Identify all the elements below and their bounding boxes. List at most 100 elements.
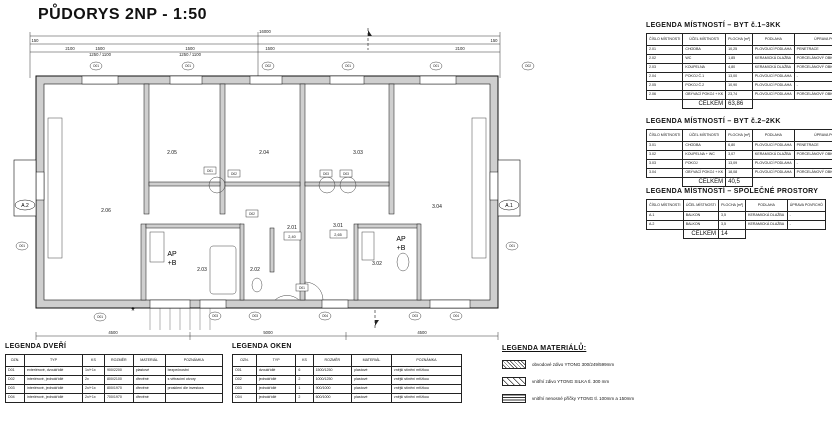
stairs <box>149 308 211 330</box>
fixtures <box>47 117 487 301</box>
window-tag: O01 <box>19 244 25 248</box>
door-tags: D01 D02 D03 D03 D02 D01 <box>203 166 353 292</box>
dim-top: 1500 <box>95 46 105 51</box>
col-header: TYP <box>24 354 83 367</box>
window-tag: O01 <box>93 64 99 68</box>
col-header: ÚPRAVA POVRCHŮ <box>793 129 832 142</box>
col-header: PODLAHA <box>751 33 795 46</box>
legend-dveri: LEGENDA DVEŘÍ OZN. TYP KS ROZMĚR MATERIÁ… <box>4 343 224 403</box>
room-3-01: 3.01 <box>333 223 343 229</box>
col-header: POZNÁMKA <box>164 354 224 367</box>
col-header: KS <box>81 354 105 367</box>
ap-labels: AP +B AP +B <box>167 236 406 267</box>
total-row: CELKEM 63,86 <box>647 99 832 109</box>
legend-byt1: LEGENDA MÍSTNOSTÍ – BYT č.1–3KK ČÍSLO MÍ… <box>645 22 832 109</box>
door-tag: D03 <box>323 172 329 176</box>
door-tag: D01 <box>299 286 305 290</box>
room-area: 2,65 <box>334 233 341 237</box>
window-tag: O01 <box>185 64 191 68</box>
door-tag: D02 <box>249 212 255 216</box>
window-tag: O04 <box>322 314 328 318</box>
window-tag: O03 <box>412 314 418 318</box>
balcony-a2-tag: A.2 <box>21 203 29 209</box>
col-header: OZN. <box>4 354 26 367</box>
legend-dveri-title: LEGENDA DVEŘÍ <box>5 343 67 350</box>
col-header: PLOCHA [m²] <box>725 129 753 142</box>
legend-spolecne-table: ČÍSLO MÍSTNOSTI ÚČEL MÍSTNOSTI PLOCHA [m… <box>646 199 827 239</box>
total-row: CELKEM 40,5 <box>647 177 832 187</box>
col-header: MATERIÁL <box>132 354 166 367</box>
outer-walls <box>35 75 499 309</box>
door-tag: D01 <box>207 169 213 173</box>
bottom-dimensions: 4500 5000 4500 <box>108 330 427 335</box>
legend-oken-title: LEGENDA OKEN <box>232 343 292 350</box>
window-tag: O02 <box>525 64 531 68</box>
col-header: ČÍSLO MÍSTNOSTI <box>645 129 684 142</box>
dim-top: 1500 <box>265 46 275 51</box>
col-header: ÚČEL MÍSTNOSTI <box>682 129 727 142</box>
hatch-swatch-icon <box>502 360 526 369</box>
legend-byt1-table: ČÍSLO MÍSTNOSTI ÚČEL MÍSTNOSTI PLOCHA [m… <box>645 33 832 109</box>
window-tag: O01 <box>345 64 351 68</box>
col-header: ÚPRAVA POVRCHŮ <box>786 199 827 212</box>
total-label: CELKEM <box>682 177 727 187</box>
dim-top: 2100 <box>65 46 75 51</box>
room-2-06: 2.06 <box>101 208 111 214</box>
col-header: PODLAHA <box>751 129 795 142</box>
col-header: OZN. <box>232 354 257 367</box>
hatch-swatch-icon <box>502 394 526 403</box>
legend-materialu: LEGENDA MATERIÁLŮ: obvodové zdivo YTONG … <box>502 345 822 411</box>
col-header: ČÍSLO MÍSTNOSTI <box>646 199 684 212</box>
legend-oken-table: OZN. TYP KS ROZMĚR MATERIÁL POZNÁMKA O01… <box>232 354 463 403</box>
ap-label: +B <box>397 245 406 252</box>
dim-top: 2100 <box>455 46 465 51</box>
dim-top: 1500 <box>185 46 195 51</box>
room-3-04: 3.04 <box>432 204 442 210</box>
dim-bottom: 5000 <box>263 330 273 335</box>
hatch-swatch-icon <box>502 377 526 386</box>
dim-top: 1250 / 1100 <box>179 52 201 57</box>
room-2-03: 2.03 <box>197 267 207 273</box>
window-tag: O03 <box>252 314 258 318</box>
total-label: CELKEM <box>682 229 720 239</box>
ap-label: +B <box>168 260 177 267</box>
top-dimension-lines <box>29 32 501 78</box>
dim-bottom: 4500 <box>108 330 118 335</box>
legend-dveri-table: OZN. TYP KS ROZMĚR MATERIÁL POZNÁMKA D01… <box>4 354 224 403</box>
dim-top: 1250 / 1100 <box>89 52 111 57</box>
total-value: 63,86 <box>725 99 753 109</box>
col-header: ÚPRAVA POVRCHŮ <box>793 33 832 46</box>
legend-spolecne-title: LEGENDA MÍSTNOSTÍ – SPOLEČNÉ PROSTORY <box>646 188 819 195</box>
material-item: obvodové zdivo YTONG 300/249/599mm <box>502 360 822 369</box>
legend-byt2-title: LEGENDA MÍSTNOSTÍ – BYT č.2–2KK <box>646 118 781 125</box>
legend-byt2: LEGENDA MÍSTNOSTÍ – BYT č.2–2KK ČÍSLO MÍ… <box>645 118 832 187</box>
room-areas: 2,40 2,65 <box>283 229 348 241</box>
page-title: PŮDORYS 2NP - 1:50 <box>38 6 208 23</box>
floor-plan: 16000 150 2100 1500 1250 / 1100 1500 125… <box>13 28 535 340</box>
window-tag: O01 <box>433 64 439 68</box>
total-label: CELKEM <box>682 99 727 109</box>
entrance-star: * <box>131 306 135 317</box>
total-value: 40,5 <box>725 177 753 187</box>
total-row: CELKEM 14 <box>647 229 826 239</box>
total-value: 14 <box>718 229 747 239</box>
legend-byt1-title: LEGENDA MÍSTNOSTÍ – BYT č.1–3KK <box>646 22 781 29</box>
room-3-03: 3.03 <box>353 150 363 156</box>
col-header: PLOCHA [m²] <box>718 199 747 212</box>
room-labels: 2.06 2.05 2.04 3.03 3.04 2.01 3.01 2.03 … <box>101 150 442 273</box>
balcony-tags: A.2 A.1 <box>14 199 520 211</box>
window-tag: O01 <box>97 315 103 319</box>
room-2-04: 2.04 <box>259 150 269 156</box>
